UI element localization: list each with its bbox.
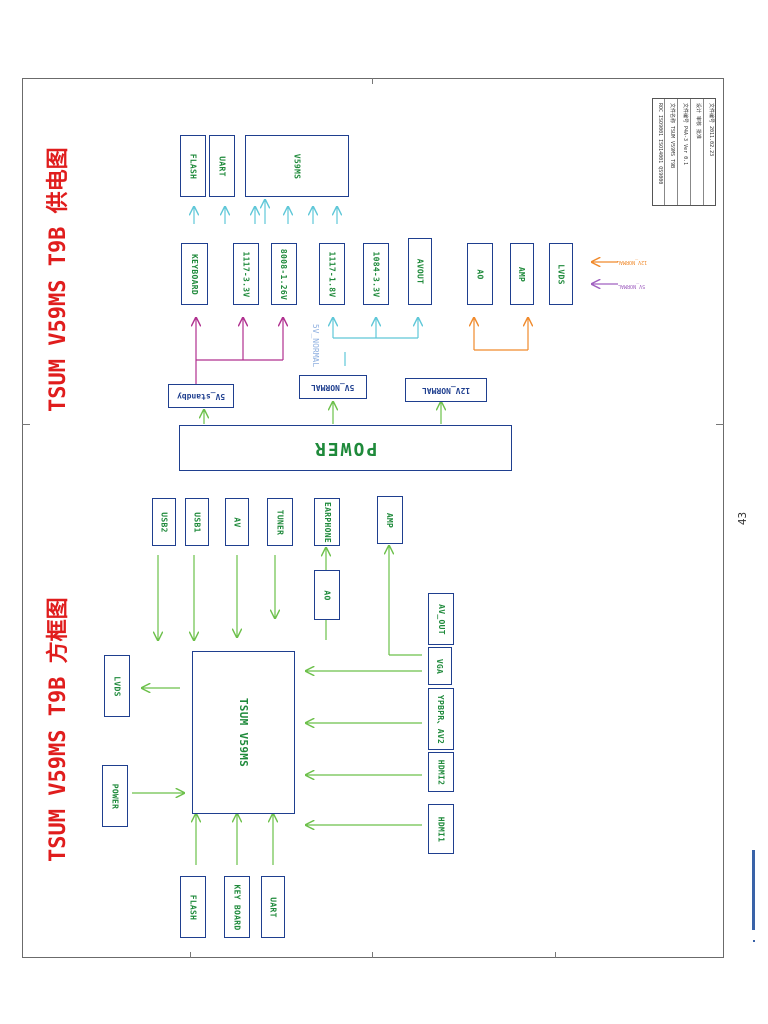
regulator-keyboard: KEYBOARD (181, 243, 208, 305)
power-label: POWER (313, 437, 378, 459)
frame-tick (716, 424, 724, 425)
block-tuner: TUNER (267, 498, 293, 546)
regulator-1117-1v8: 1117-1.8V (319, 243, 345, 305)
block-power: POWER (102, 765, 128, 827)
load-flash: FLASH (180, 135, 206, 197)
input-12v-label: 12V_NORMAL (616, 259, 648, 265)
regulator-avout: AVOUT (408, 238, 432, 305)
rail-note-5v: 5V_NORMAL (311, 323, 321, 367)
load-uart: UART (209, 135, 235, 197)
block-usb1: USB1 (185, 498, 209, 546)
block-lvds: LVDS (104, 655, 130, 717)
power-supply-block: POWER (179, 425, 512, 471)
amp-section-amp: AMP (510, 243, 534, 305)
drawing-frame (22, 78, 724, 958)
margin-tick (753, 910, 755, 912)
block-ypbpr-av2: YPBPR、AV2 (428, 688, 454, 750)
margin-bar (752, 850, 755, 930)
title-block-row: 文件编号 P4A-3 Ver 0.1 (682, 103, 688, 166)
frame-tick (555, 952, 556, 958)
frame-tick (190, 952, 191, 958)
block-earphone: EARPHONE (314, 498, 340, 546)
regulator-1084-3v3: 1084-3.3V (363, 243, 389, 305)
block-ao: AO (314, 570, 340, 620)
input-5v-label: 5V_NORMAL (618, 283, 646, 289)
title-block-row: 文件编号 2011.02.23 (708, 103, 714, 157)
rail-12v-normal: 12V_NORMAL (405, 378, 487, 402)
block-vga: VGA (428, 647, 452, 685)
soc-tsum-v59ms: TSUM V59MS (192, 651, 295, 814)
margin-tick (753, 940, 755, 942)
rail-5v-normal: 5V_NORMAL (299, 375, 367, 399)
frame-tick (372, 952, 373, 958)
regulator-1117-3v3: 1117-3.3V (233, 243, 259, 305)
block-hdmi1: HDMI1 (428, 804, 454, 854)
title-block-row: ROC ISO9001 ISO14001 QS9000 (657, 103, 663, 185)
block-uart: UART (261, 876, 285, 938)
page-number: 43 (736, 511, 750, 526)
rail-5v-standby: 5V_standby (168, 384, 234, 408)
amp-section-lvds: LVDS (549, 243, 573, 305)
load-v59ms: V59MS (245, 135, 349, 197)
frame-tick (372, 78, 373, 84)
title-block: ROC ISO9001 ISO14001 QS9000 文件名称 TSUM V5… (652, 98, 716, 206)
block-keyboard: KEY BOARD (224, 876, 250, 938)
block-flash: FLASH (180, 876, 206, 938)
title-block-row: 文件名称 TSUM V59MS T9B (669, 103, 675, 169)
block-amp: AMP (377, 496, 403, 544)
block-av: AV (225, 498, 249, 546)
amp-section-ao: AO (467, 243, 493, 305)
frame-tick (22, 424, 30, 425)
block-hdmi2: HDMI2 (428, 752, 454, 792)
regulator-8008-1v26: 8008-1.26V (271, 243, 297, 305)
block-av-out: AV_OUT (428, 593, 454, 645)
block-usb2: USB2 (152, 498, 176, 546)
title-block-row: 设计 审核 批准 (695, 103, 701, 140)
